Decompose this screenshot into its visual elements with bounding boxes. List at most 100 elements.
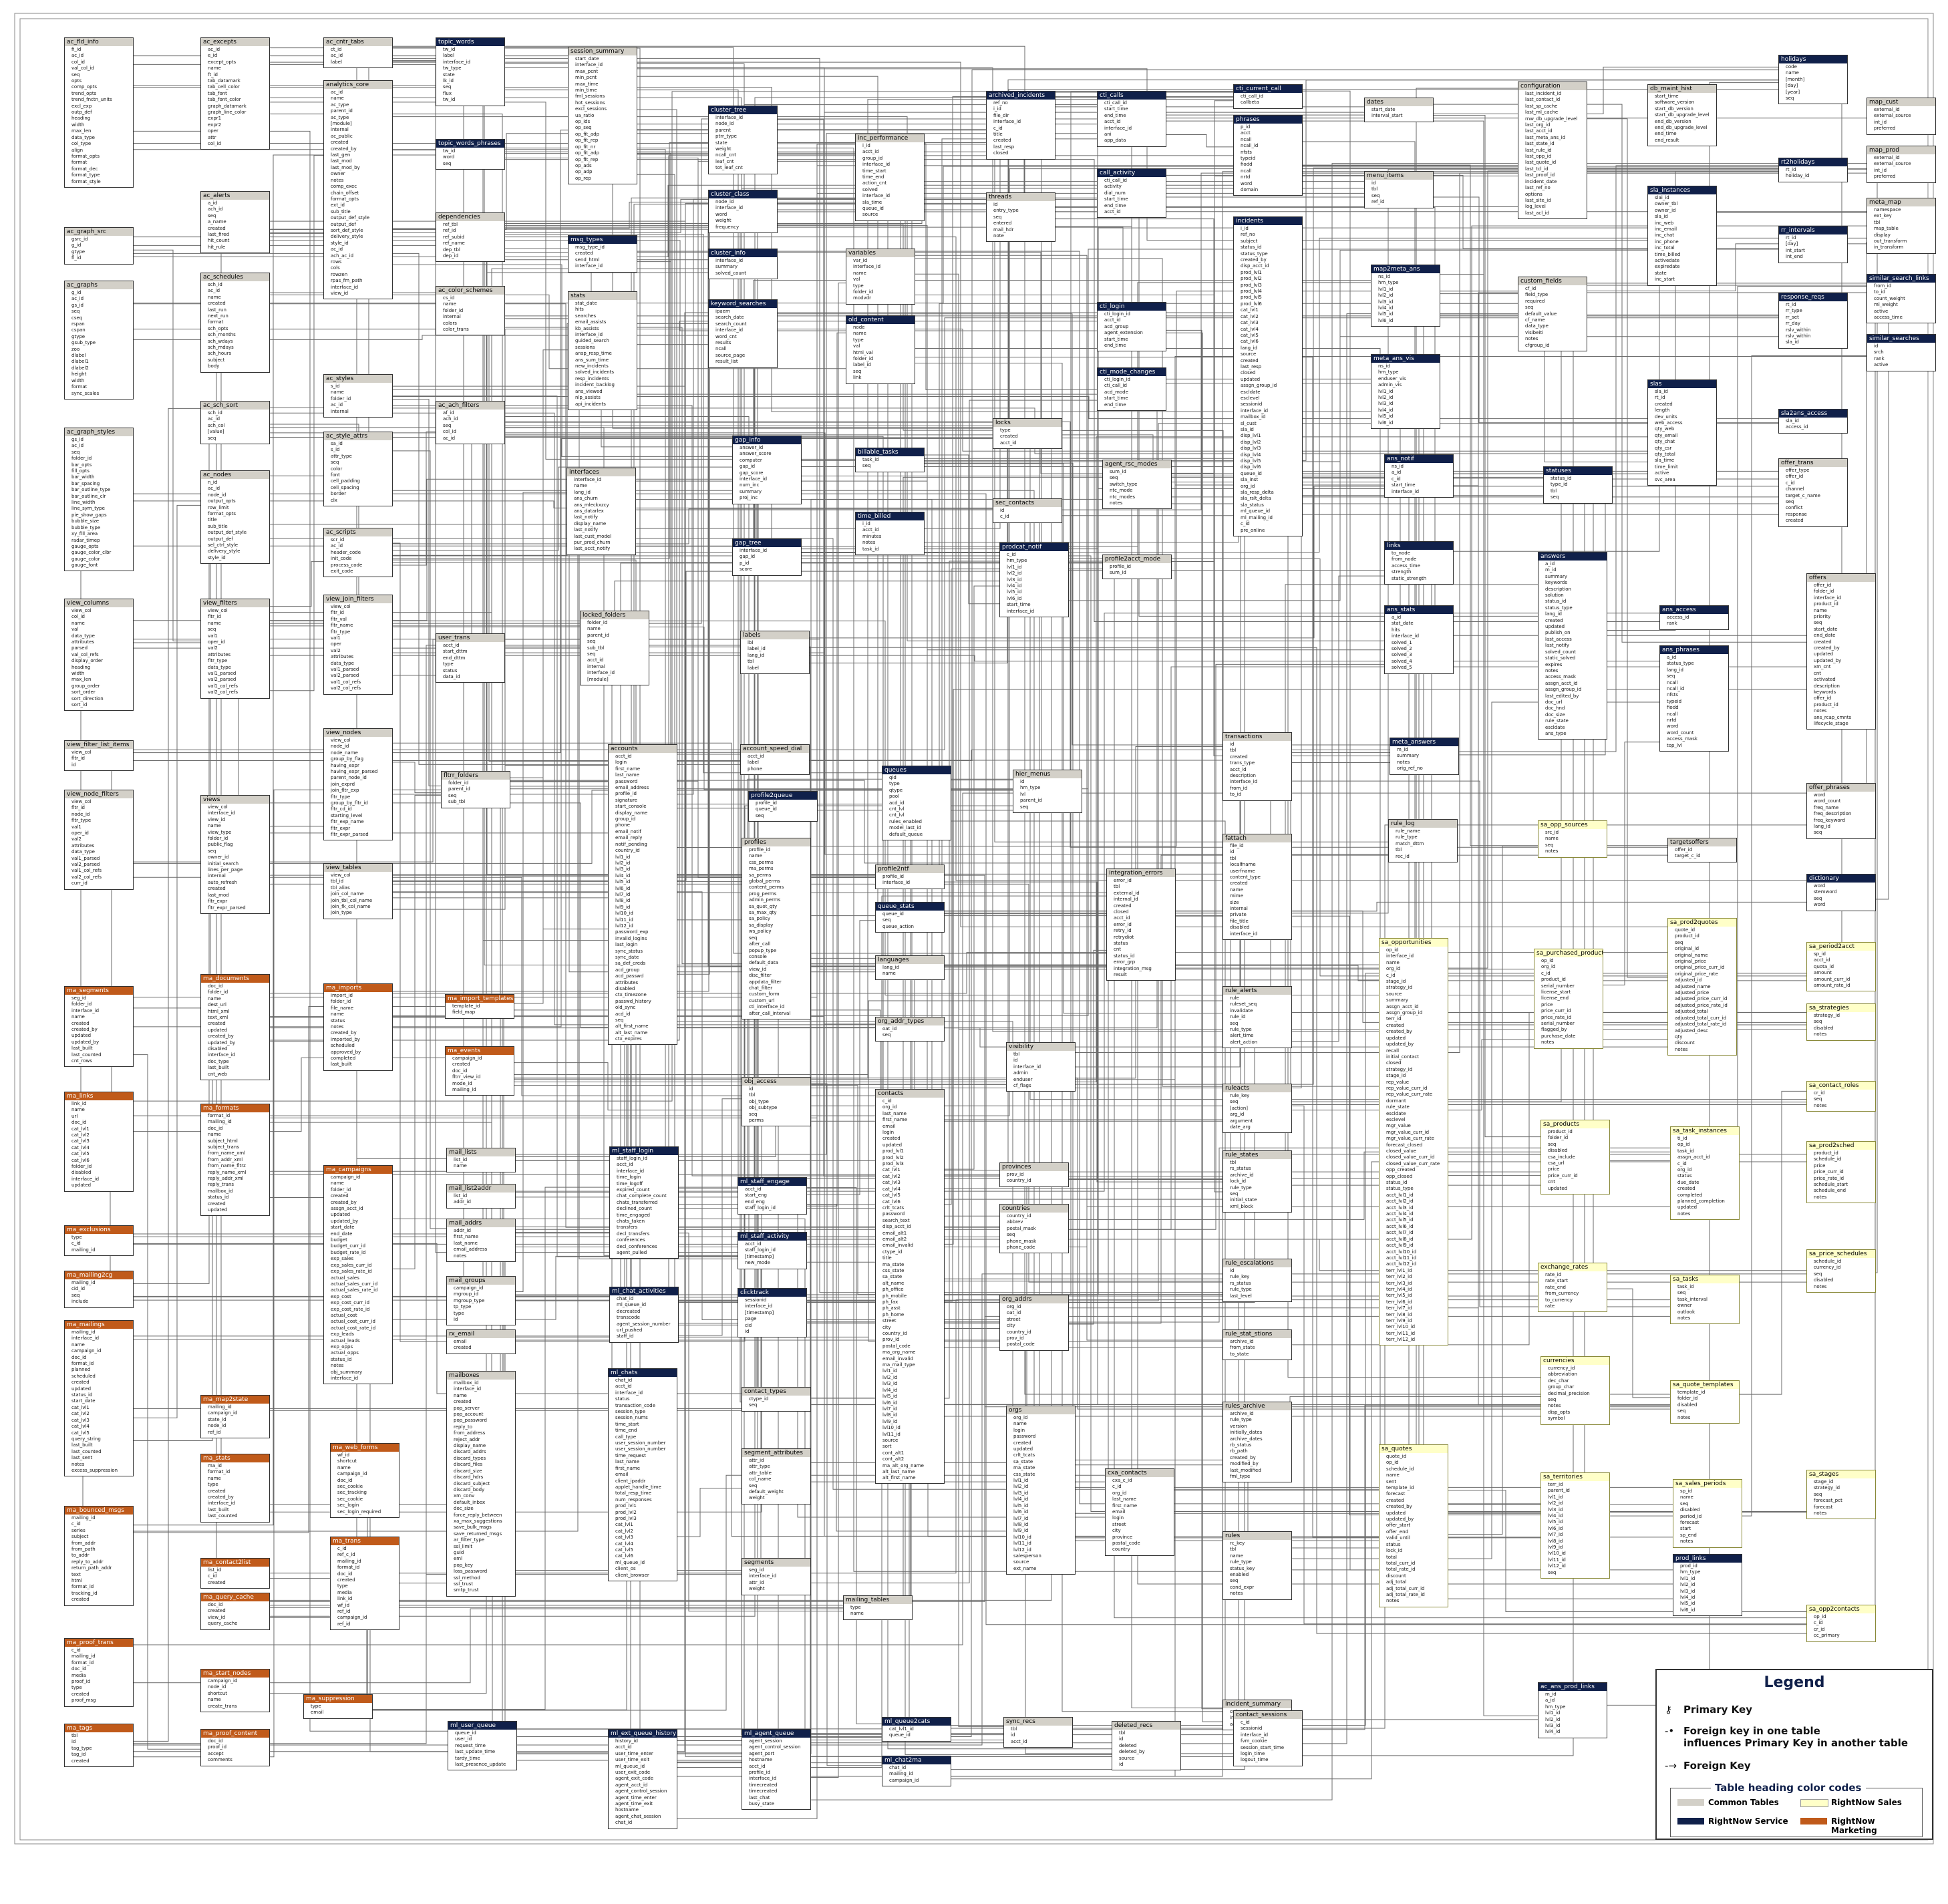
field: rate_start <box>1545 1278 1569 1284</box>
field: internal <box>331 127 349 133</box>
field: acct_id <box>587 657 604 663</box>
field: web_access <box>1655 420 1683 426</box>
relationship-line <box>270 272 708 1694</box>
table-heading: incidents <box>1234 217 1302 225</box>
table-heading: ma_campaigns <box>324 1166 392 1174</box>
field: hit_count <box>208 238 230 244</box>
field: dormant <box>1386 1098 1406 1104</box>
field: decl_conferences <box>617 1243 657 1249</box>
table-heading: ma_links <box>65 1092 133 1100</box>
field: cat_lvl4 <box>71 1424 90 1430</box>
field: exp_sales_curr_id <box>331 1262 372 1268</box>
field: acct_id <box>749 1763 766 1769</box>
field: rowzen <box>331 271 348 277</box>
field: seq <box>1667 673 1675 679</box>
field: summary <box>715 264 738 270</box>
field: passwd_history <box>615 998 651 1004</box>
field: solved_1 <box>1392 639 1412 645</box>
field: error_grp <box>1114 959 1136 965</box>
field: subject_html <box>208 1138 238 1144</box>
field: rec_id <box>1396 853 1410 859</box>
key-icon: ⚷ <box>1665 1704 1672 1716</box>
field: lvl7_id <box>615 891 631 897</box>
field: from_state <box>1230 1345 1255 1351</box>
field: serial_number <box>1541 983 1575 989</box>
table-heading: ma_imports <box>324 984 392 992</box>
field: cat_lvl4 <box>1241 326 1259 332</box>
table-heading: dictionary <box>1807 875 1875 883</box>
field: price <box>1548 1166 1560 1172</box>
field: stat_date <box>1392 621 1414 627</box>
field: interface_id <box>71 1007 100 1013</box>
field: sch_opts <box>208 325 228 331</box>
field: discard_types <box>454 1455 486 1461</box>
relationship-line <box>436 225 1454 651</box>
field: seq <box>443 84 452 90</box>
field: doc_id <box>452 1068 468 1074</box>
field: access_time <box>1874 315 1903 321</box>
field: interface_id <box>1241 1732 1269 1738</box>
field: active <box>1874 362 1889 368</box>
field: obj_subtype <box>749 1105 778 1111</box>
field: terr_lvl3_id <box>1386 1280 1412 1286</box>
relationship-line <box>270 102 855 460</box>
field: disp_lvl6 <box>1241 464 1261 470</box>
field: start_db_upgrade_level <box>1655 112 1710 118</box>
field: type <box>1000 428 1011 433</box>
table-heading: ac_ach_filters <box>436 402 504 410</box>
table-heading: dates <box>1365 98 1433 106</box>
relationship-line <box>742 1105 1876 1625</box>
field: val1_col_refs <box>331 679 361 685</box>
field: ctx_expires <box>615 1036 642 1042</box>
table-heading: dependencies <box>436 213 504 221</box>
field: media <box>337 1589 352 1595</box>
field: quote_id <box>1675 927 1695 933</box>
field: email <box>615 1472 629 1478</box>
field: link_id <box>71 1101 87 1106</box>
field: lvl4_id <box>1007 583 1022 589</box>
field: notes <box>1230 1591 1243 1597</box>
field: agent_port <box>749 1750 775 1756</box>
field: last_fired <box>208 232 230 238</box>
field: seq <box>749 1402 758 1408</box>
field: publish_on <box>1545 630 1571 636</box>
field: wf_id <box>337 1452 350 1458</box>
table-heading: ml_chat_activities <box>610 1287 678 1295</box>
field: qty_chat <box>1655 439 1675 445</box>
field: reject_addr <box>454 1436 480 1442</box>
field: actual_sales_curr_id <box>331 1281 378 1287</box>
field: rs_status <box>1230 1280 1251 1286</box>
field: process_code <box>331 562 363 568</box>
field: type <box>71 1685 82 1691</box>
table-heading: sa_contact_roles <box>1807 1082 1875 1090</box>
field: mgr_value_curr_rate <box>1386 1136 1434 1142</box>
field: password_exp <box>615 929 649 935</box>
field: chats_transferred <box>617 1199 658 1205</box>
relationship-line <box>393 542 446 1342</box>
field: product_id <box>1548 1129 1573 1134</box>
table-heading: ans_notif <box>1385 455 1453 463</box>
field: type <box>889 781 900 787</box>
table-heading: org_addrs <box>1000 1295 1068 1303</box>
table-heading: topic_words_phrases <box>436 140 504 148</box>
field: gtype <box>71 249 86 255</box>
field: closed <box>1241 370 1256 376</box>
field: interface_id <box>615 1390 643 1396</box>
field: doc_hnd <box>1545 705 1565 711</box>
